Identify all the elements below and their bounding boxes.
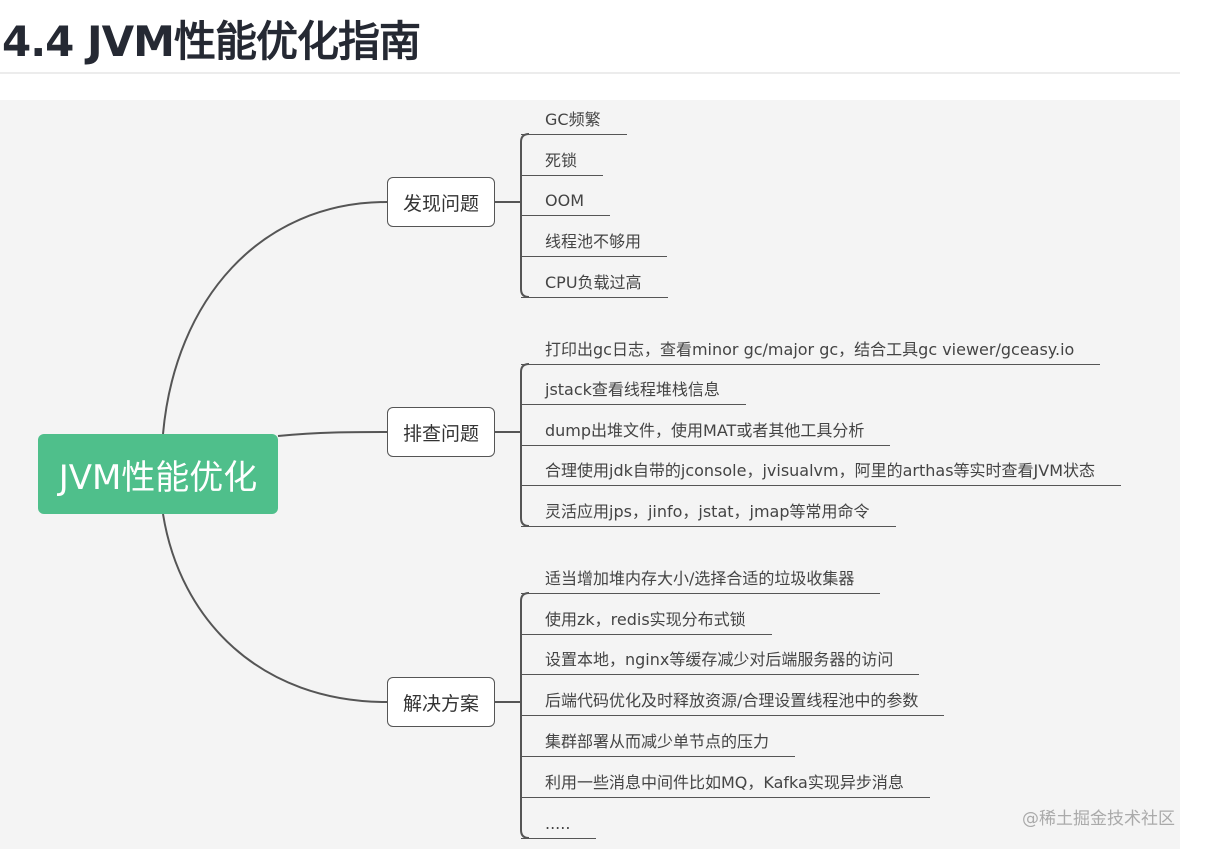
leaf-node[interactable]: GC频繁 (521, 108, 627, 135)
leaf-node[interactable]: 合理使用jdk自带的jconsole，jvisualvm，阿里的arthas等实… (521, 459, 1122, 486)
root-node[interactable]: JVM性能优化 (38, 434, 278, 514)
divider (0, 72, 1180, 74)
connector-root-branch-0 (162, 201, 388, 435)
branch-node-investigate[interactable]: 排查问题 (387, 407, 495, 457)
leaf-node[interactable]: dump出堆文件，使用MAT或者其他工具分析 (521, 419, 891, 446)
leaf-node[interactable]: 设置本地，nginx等缓存减少对后端服务器的访问 (521, 648, 920, 675)
branch-node-solution[interactable]: 解决方案 (387, 677, 495, 727)
leaf-node[interactable]: 线程池不够用 (521, 230, 668, 257)
leaf-node[interactable]: 后端代码优化及时释放资源/合理设置线程池中的参数 (521, 689, 945, 716)
connector-root-branch-2 (162, 513, 388, 703)
leaf-node[interactable]: jstack查看线程堆栈信息 (521, 378, 746, 405)
watermark: @稀土掘金技术社区 (1022, 809, 1175, 829)
leaf-node[interactable]: 适当增加堆内存大小/选择合适的垃圾收集器 (521, 567, 881, 594)
leaf-node[interactable]: 打印出gc日志，查看minor gc/major gc，结合工具gc viewe… (521, 338, 1101, 365)
leaf-node[interactable]: ..... (521, 812, 597, 839)
leaf-node[interactable]: 使用zk，redis实现分布式锁 (521, 608, 772, 635)
page-title: 4.4 JVM性能优化指南 (2, 17, 421, 66)
leaf-node[interactable]: 利用一些消息中间件比如MQ，Kafka实现异步消息 (521, 771, 930, 798)
connector-root-branch-1 (277, 431, 388, 437)
leaf-node[interactable]: 死锁 (521, 149, 604, 176)
branch-node-discover[interactable]: 发现问题 (387, 177, 495, 227)
leaf-node[interactable]: 灵活应用jps，jinfo，jstat，jmap等常用命令 (521, 500, 896, 527)
leaf-node[interactable]: CPU负载过高 (521, 271, 668, 298)
leaf-node[interactable]: OOM (521, 189, 610, 216)
leaf-node[interactable]: 集群部署从而减少单节点的压力 (521, 730, 796, 757)
